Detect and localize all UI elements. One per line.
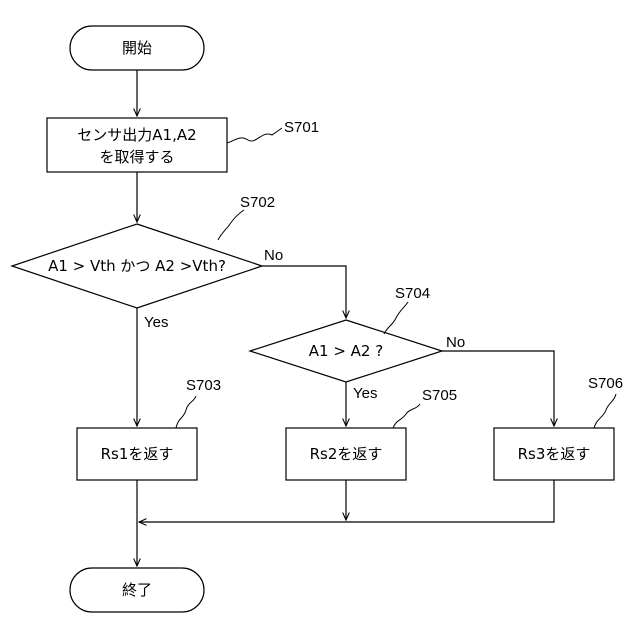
process-s703: Rs1を返す S703 bbox=[77, 377, 221, 480]
start-label: 開始 bbox=[122, 39, 152, 57]
start-terminal: 開始 bbox=[70, 26, 204, 70]
s701-label-line1: センサ出力A1,A2 bbox=[77, 126, 196, 144]
process-s706: Rs3を返す S706 bbox=[494, 375, 623, 480]
s706-step: S706 bbox=[588, 375, 623, 392]
edge-s704-no bbox=[442, 351, 554, 426]
s702-no-label: No bbox=[264, 247, 283, 264]
decision-s702: A1 > Vth かつ A2 >Vth? S702 bbox=[12, 194, 275, 308]
s704-yes-label: Yes bbox=[353, 385, 377, 402]
edge-s702-no bbox=[262, 266, 346, 318]
s702-step: S702 bbox=[240, 194, 275, 211]
s701-leader bbox=[227, 128, 282, 143]
s704-leader bbox=[384, 302, 408, 334]
process-s701: センサ出力A1,A2 を取得する S701 bbox=[47, 118, 319, 172]
s704-no-label: No bbox=[446, 334, 465, 351]
s705-leader bbox=[393, 404, 420, 428]
s703-step: S703 bbox=[186, 377, 221, 394]
end-terminal: 終了 bbox=[70, 568, 204, 612]
s706-leader bbox=[594, 394, 616, 428]
s703-leader bbox=[176, 396, 196, 428]
s701-label-line2: を取得する bbox=[99, 148, 174, 166]
s701-step: S701 bbox=[284, 119, 319, 136]
s704-label: A1 > A2 ? bbox=[309, 342, 383, 360]
s706-label: Rs3を返す bbox=[518, 445, 591, 463]
s704-step: S704 bbox=[395, 285, 430, 302]
s702-label: A1 > Vth かつ A2 >Vth? bbox=[48, 257, 226, 275]
s705-label: Rs2を返す bbox=[310, 445, 383, 463]
end-label: 終了 bbox=[122, 581, 152, 599]
s702-yes-label: Yes bbox=[144, 314, 168, 331]
s705-step: S705 bbox=[422, 387, 457, 404]
s702-leader bbox=[218, 210, 244, 240]
s703-label: Rs1を返す bbox=[101, 445, 174, 463]
